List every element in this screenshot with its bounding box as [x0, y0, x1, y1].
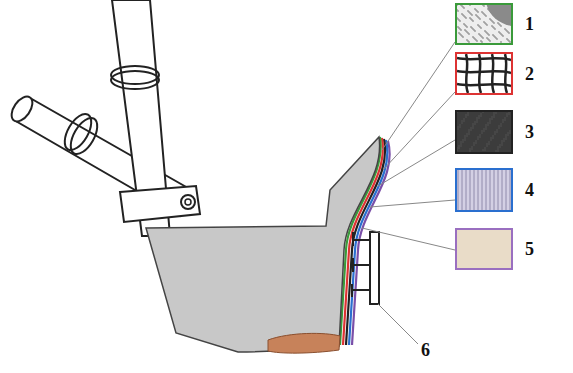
callout-number: 6: [421, 340, 430, 360]
clamp-ring: [59, 66, 159, 158]
bracket: [352, 232, 379, 304]
swatch-texture: [457, 112, 511, 152]
leader-line: [362, 42, 455, 344]
callout-number: 1: [525, 14, 534, 34]
swatch-texture: [457, 5, 511, 43]
swatch-texture: [457, 54, 511, 93]
share-tip: [268, 333, 340, 353]
texture-swatch: 4: [455, 168, 513, 212]
handle-strap: [120, 186, 200, 222]
callout-number: 3: [525, 122, 534, 142]
bolt: [185, 199, 191, 205]
callout-number: 4: [525, 180, 534, 200]
mouldboard-body: [146, 137, 380, 352]
callout-number: 5: [525, 239, 534, 259]
texture-swatch: 2: [455, 52, 513, 95]
swatch-texture: [457, 170, 511, 210]
texture-swatch: 5: [455, 228, 513, 270]
texture-swatch: 3: [455, 110, 513, 154]
swatch-texture: [457, 230, 511, 268]
bolt: [181, 195, 195, 209]
texture-swatch: 1: [455, 3, 513, 45]
callout-number: 2: [525, 64, 534, 84]
